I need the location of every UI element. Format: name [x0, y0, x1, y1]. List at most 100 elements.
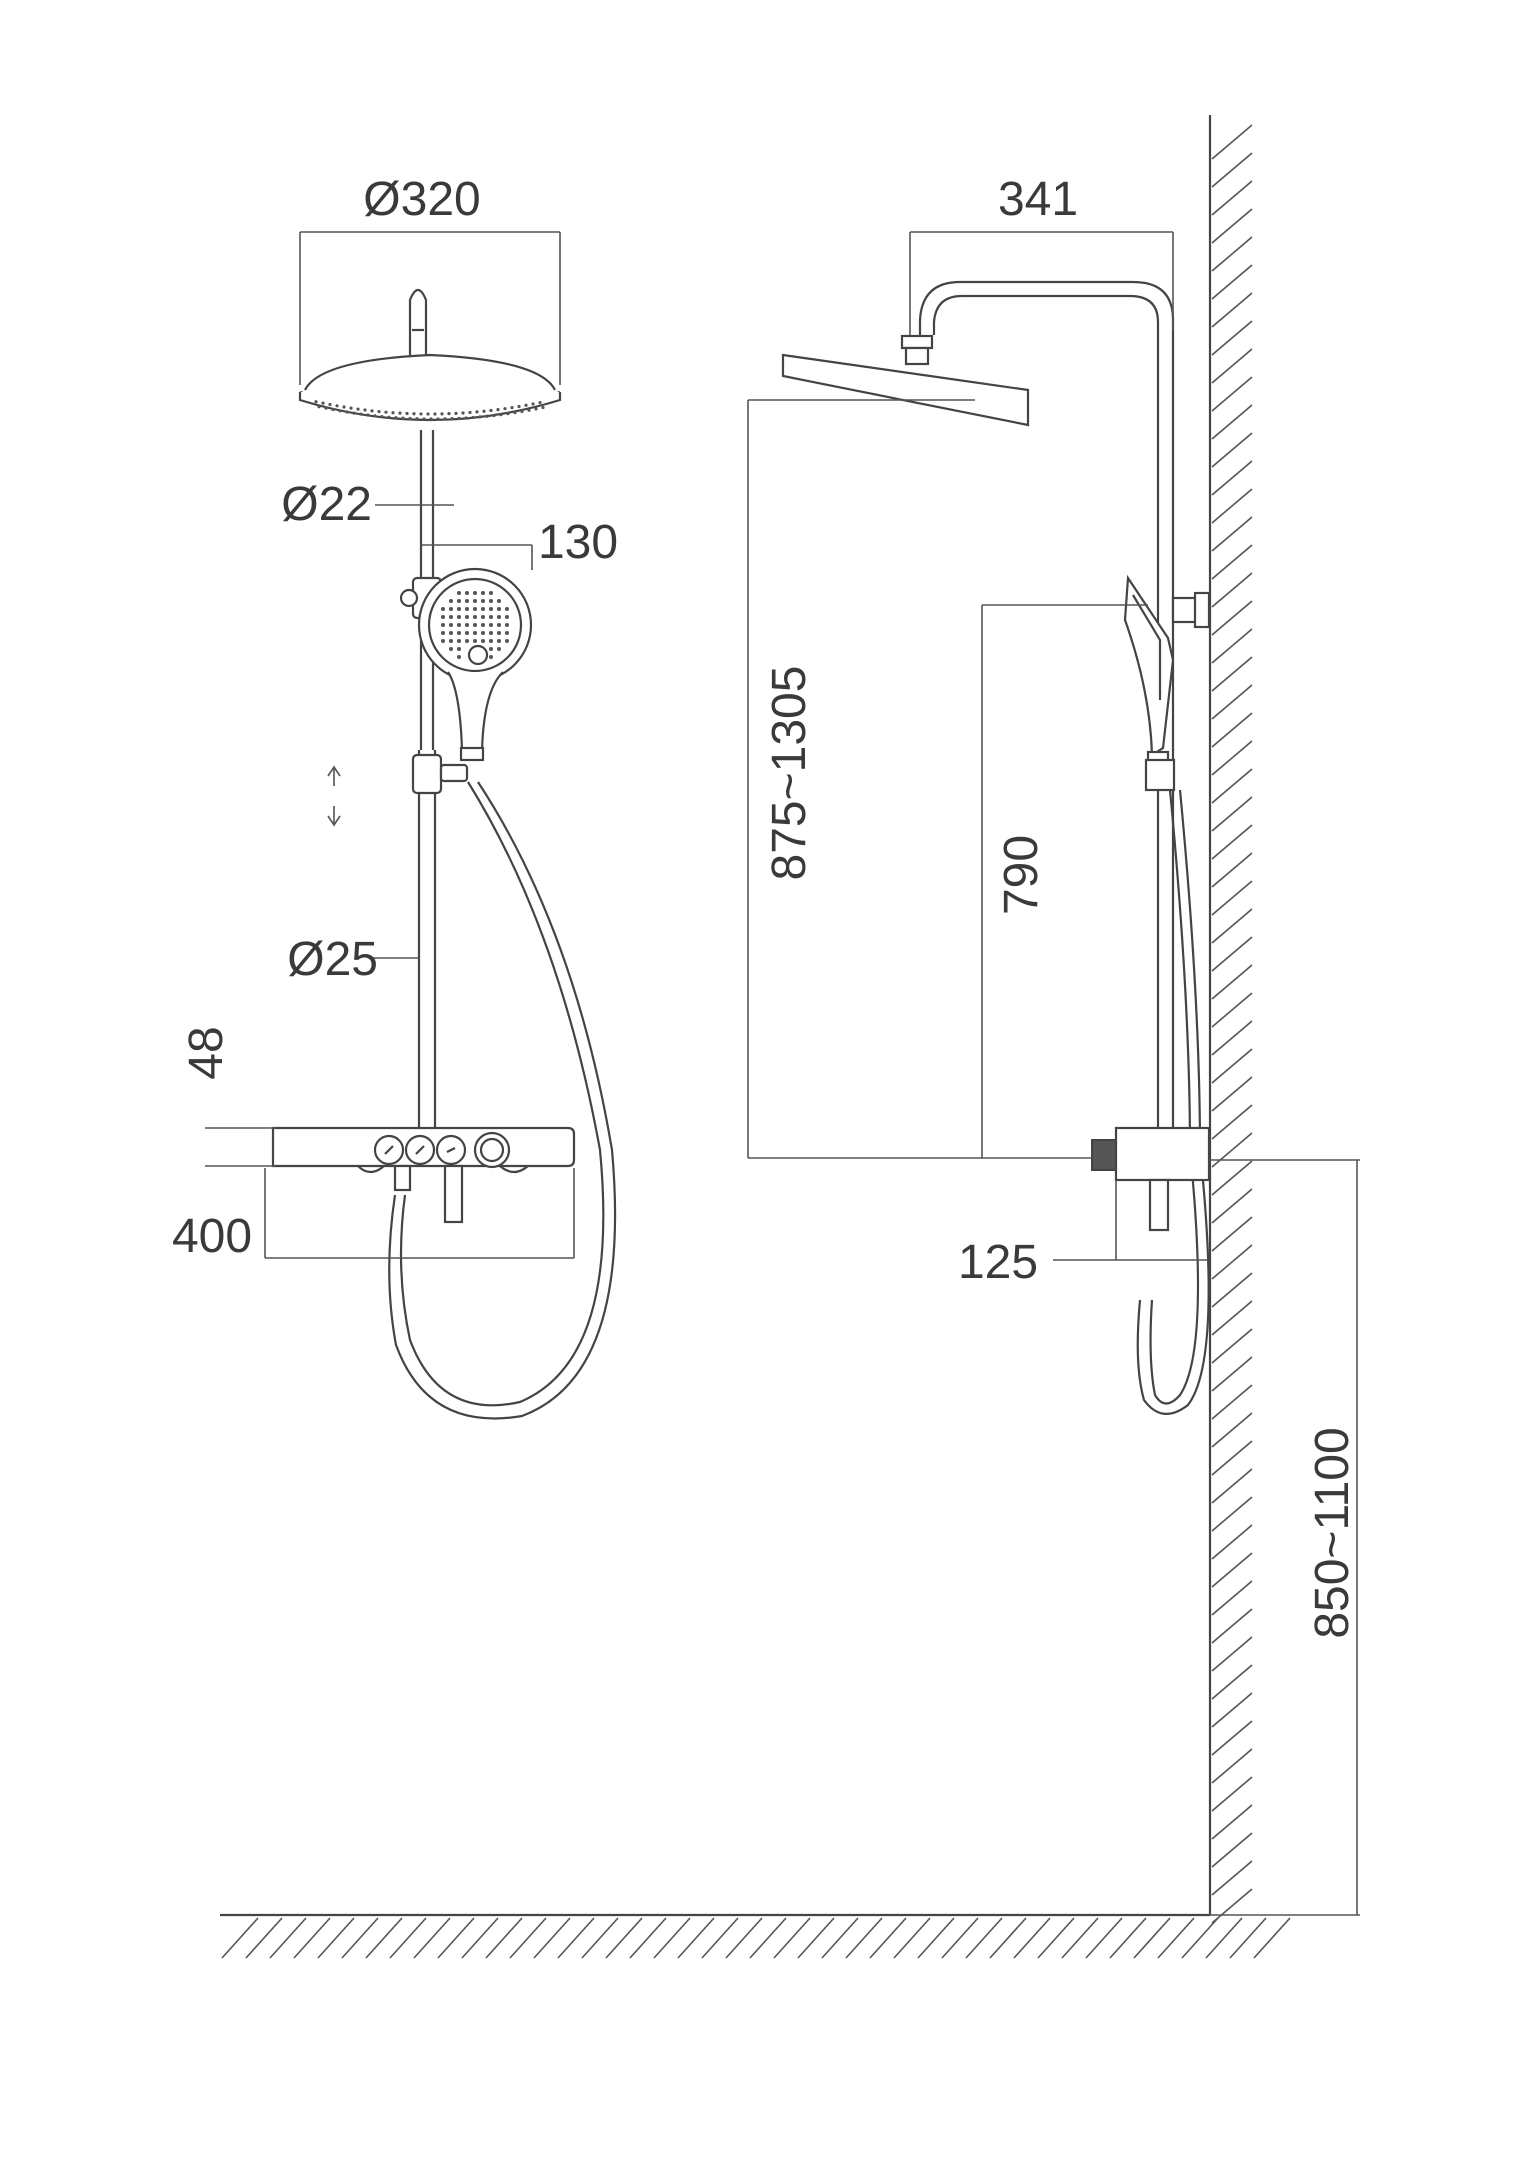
- spray-hole: [449, 607, 453, 611]
- spray-hole: [363, 408, 367, 412]
- spray-hole: [408, 416, 412, 421]
- dim-install-height-range: 850~1100: [1306, 1427, 1359, 1638]
- hatch-line: [1211, 1020, 1253, 1056]
- spray-hole: [387, 415, 391, 419]
- spray-hole: [497, 639, 501, 643]
- wall: [1208, 115, 1253, 1924]
- hatch-line: [533, 1917, 571, 1959]
- hatch-line: [557, 1917, 595, 1959]
- hatch-line: [221, 1917, 259, 1959]
- spray-hole: [473, 631, 477, 635]
- spray-hole: [531, 402, 535, 406]
- spray-hole: [398, 411, 402, 415]
- hatch-line: [461, 1917, 499, 1959]
- spray-hole: [441, 607, 445, 611]
- spray-hole: [465, 631, 469, 635]
- dim-upper-pipe-diameter: Ø22: [281, 478, 372, 531]
- spray-hole: [449, 599, 453, 603]
- spray-hole: [541, 405, 545, 410]
- spray-hole: [506, 412, 510, 416]
- hatch-line: [1211, 1132, 1253, 1168]
- spray-hole: [473, 623, 477, 627]
- hatch-line: [1211, 348, 1253, 384]
- spray-hole: [497, 623, 501, 627]
- hatch-line: [1211, 488, 1253, 524]
- hatch-line: [1211, 1608, 1253, 1644]
- spray-hole: [457, 416, 461, 420]
- hatch-line: [389, 1917, 427, 1959]
- spray-hole: [503, 407, 507, 411]
- spray-hole: [380, 414, 384, 419]
- spray-hole: [505, 615, 509, 619]
- spray-hole: [440, 412, 444, 416]
- spray-hole: [449, 631, 453, 635]
- hatch-line: [1211, 1216, 1253, 1252]
- hatch-line: [1211, 628, 1253, 664]
- dim-handshower-height: 790: [995, 835, 1048, 915]
- front-view: Ø320 Ø22 130 Ø25 48 400: [172, 173, 618, 1420]
- spray-hole: [384, 410, 388, 414]
- spray-hole: [465, 623, 469, 627]
- spray-hole: [538, 400, 542, 405]
- spray-hole: [328, 402, 332, 407]
- spray-hole: [517, 404, 521, 409]
- spray-hole: [412, 412, 416, 416]
- hatch-line: [1211, 1076, 1253, 1112]
- spray-hole: [464, 416, 468, 420]
- dim-head-diameter: Ø320: [363, 173, 480, 226]
- hatch-line: [773, 1917, 811, 1959]
- spray-hole: [457, 599, 461, 603]
- spray-hole: [419, 412, 423, 416]
- spray-hole: [489, 591, 493, 595]
- dim-shelf-width: 400: [172, 1210, 252, 1263]
- hatch-line: [1211, 180, 1253, 216]
- hatch-line: [1211, 1048, 1253, 1084]
- spray-hole: [497, 599, 501, 603]
- hatch-line: [725, 1917, 763, 1959]
- hatch-line: [1211, 1356, 1253, 1392]
- spray-hole: [527, 408, 531, 412]
- spray-hole: [394, 416, 398, 420]
- spray-hole: [314, 400, 318, 404]
- hatch-line: [1211, 600, 1253, 636]
- spray-hole: [534, 407, 538, 411]
- spray-hole: [489, 639, 493, 643]
- spray-hole: [461, 411, 465, 415]
- spray-hole: [481, 615, 485, 619]
- dim-shelf-height: 48: [180, 1026, 233, 1079]
- hatch-line: [1211, 1244, 1253, 1280]
- spray-hole: [481, 599, 485, 603]
- hatch-line: [965, 1917, 1003, 1959]
- hatch-line: [1109, 1917, 1147, 1959]
- dim-hand-shower-width: 130: [538, 516, 618, 569]
- hatch-line: [1211, 376, 1253, 412]
- spray-hole: [489, 599, 493, 603]
- hatch-line: [1211, 936, 1253, 972]
- spray-hole: [465, 639, 469, 643]
- spray-hole: [481, 623, 485, 627]
- spray-hole: [447, 412, 451, 416]
- hatch-line: [1037, 1917, 1075, 1959]
- hatch-line: [1211, 1860, 1253, 1896]
- spray-hole: [510, 406, 514, 410]
- spray-hole: [457, 607, 461, 611]
- spray-hole: [481, 631, 485, 635]
- spray-hole: [481, 591, 485, 595]
- spray-hole: [449, 639, 453, 643]
- floor: [220, 1913, 1291, 1959]
- spray-hole: [352, 411, 356, 415]
- spray-hole: [349, 406, 353, 410]
- hatch-line: [1211, 992, 1253, 1028]
- hatch-line: [1211, 712, 1253, 748]
- hatch-line: [1211, 292, 1253, 328]
- spray-hole: [485, 414, 489, 418]
- spray-hole: [468, 410, 472, 415]
- spray-hole: [520, 409, 524, 414]
- spray-hole: [489, 408, 493, 413]
- hatch-line: [1013, 1917, 1051, 1959]
- hatch-line: [1211, 432, 1253, 468]
- spray-hole: [391, 411, 395, 415]
- hatch-line: [1211, 1636, 1253, 1672]
- hatch-line: [1211, 460, 1253, 496]
